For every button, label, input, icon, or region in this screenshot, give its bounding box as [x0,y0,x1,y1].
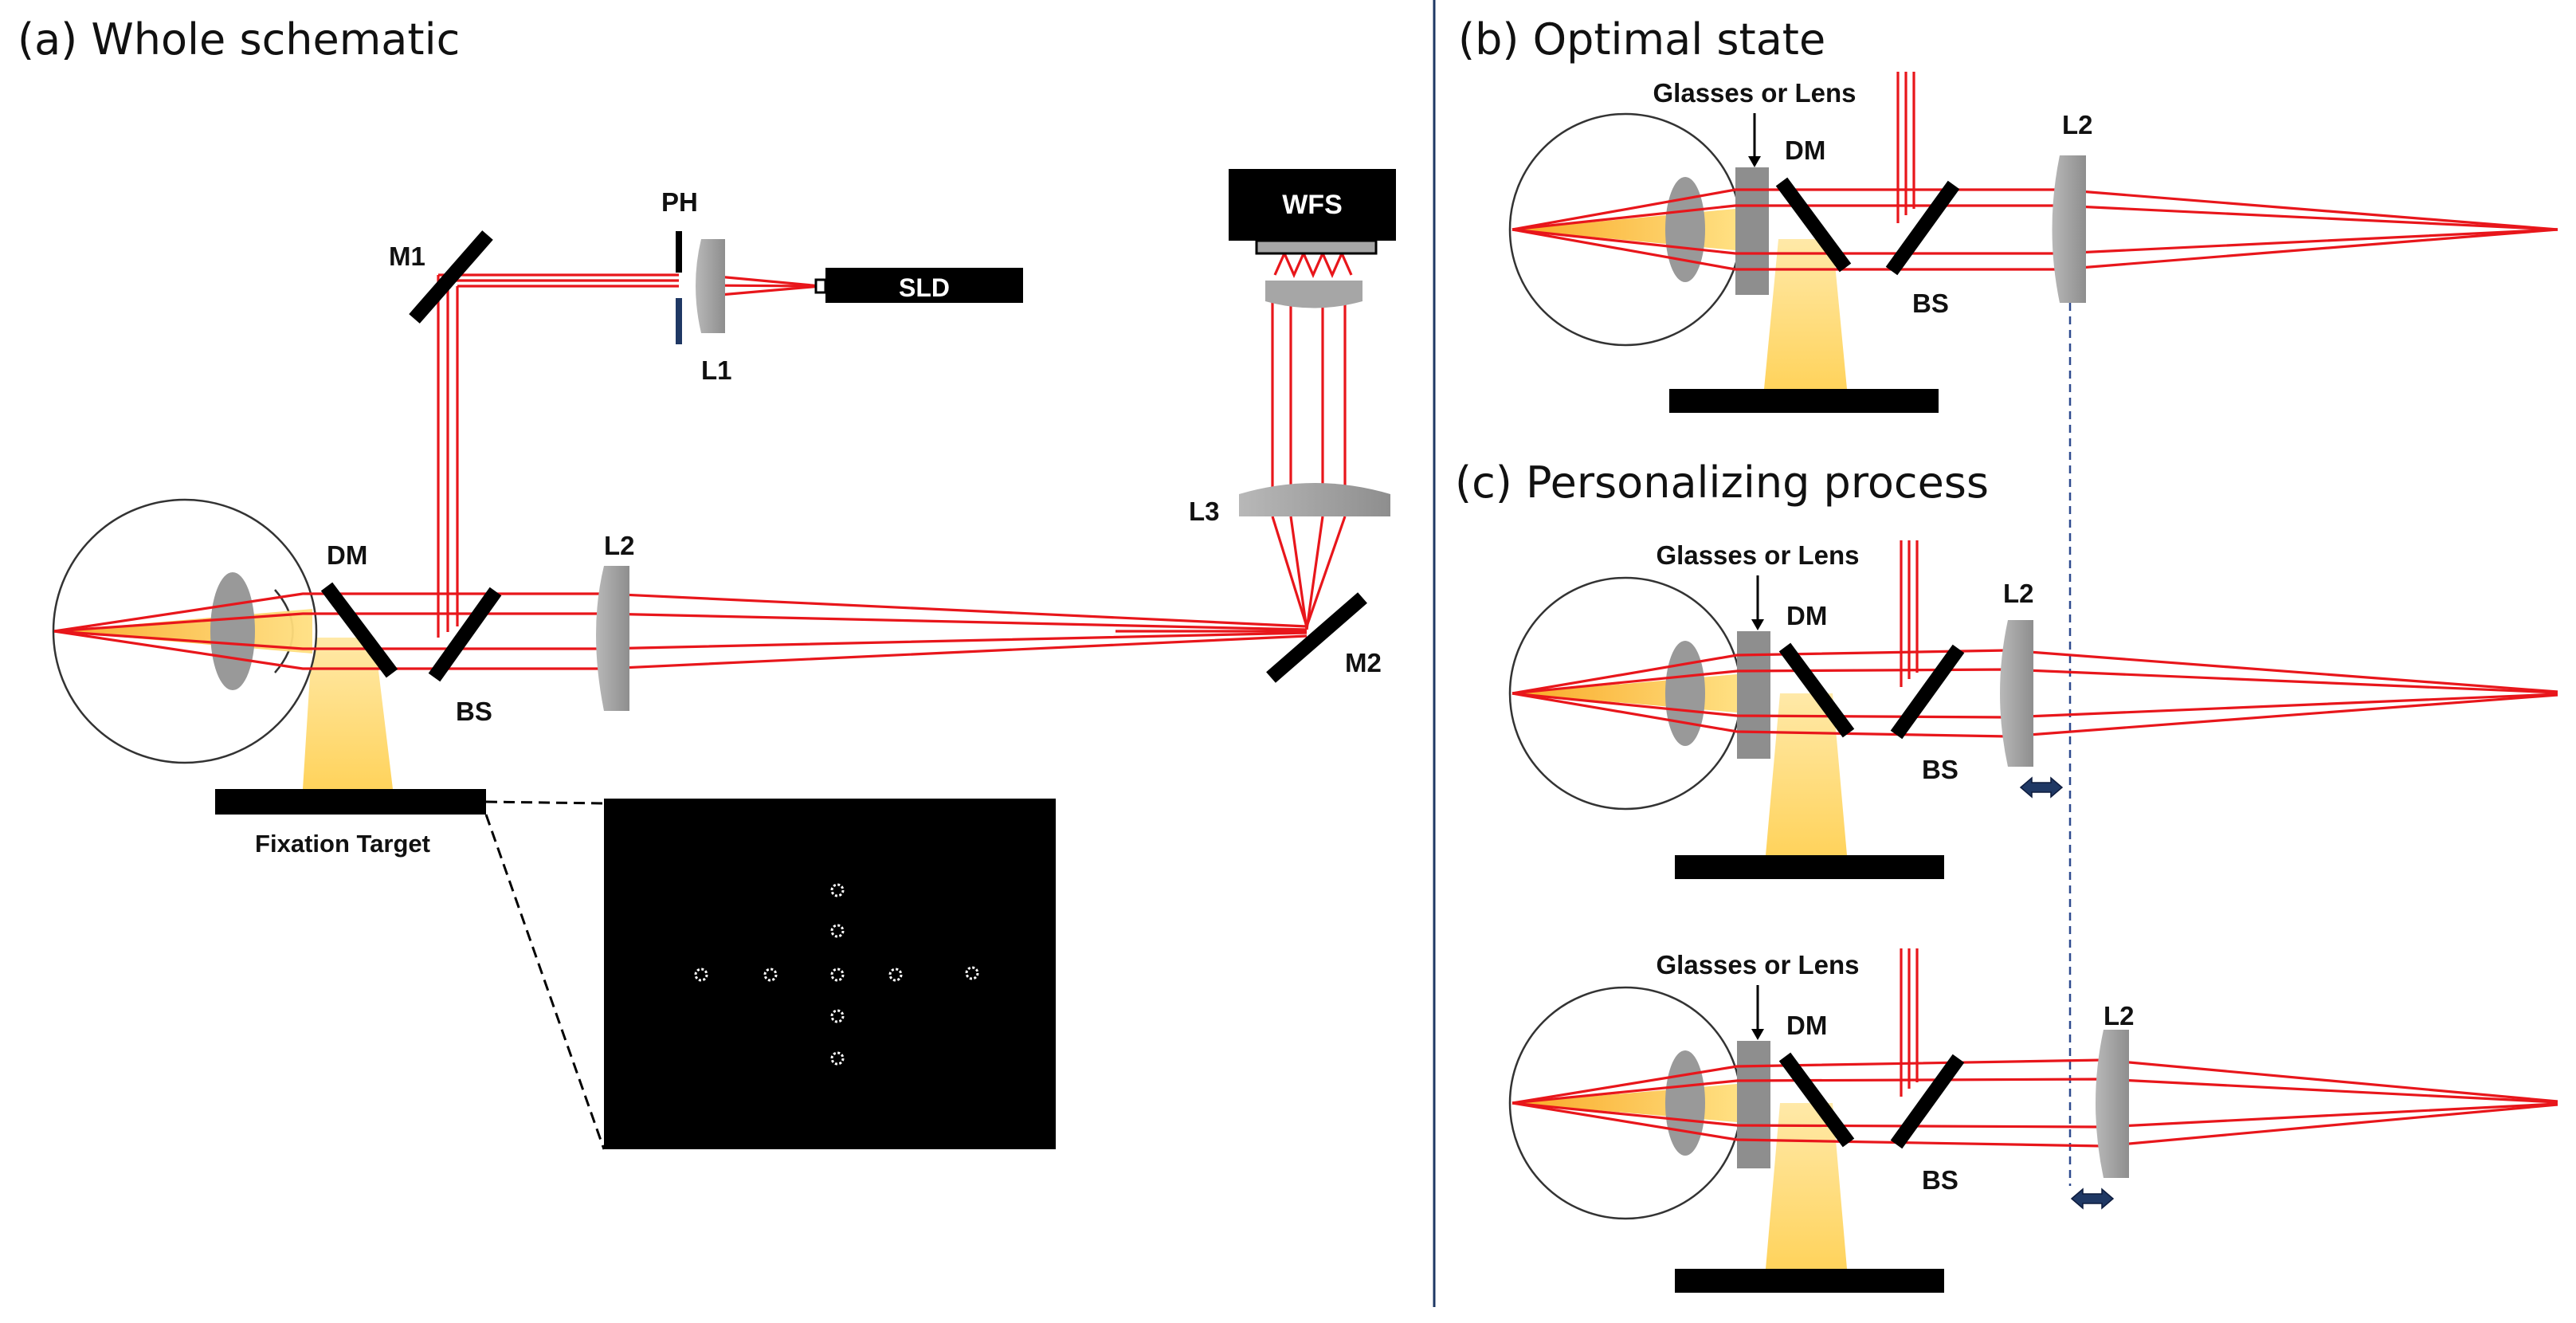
c2-bs [1890,1054,1965,1149]
c1-label-glasses: Glasses or Lens [1657,540,1860,570]
beam-splitter-bs [428,587,502,682]
label-ph: PH [661,187,698,217]
fixation-target-bar [215,789,486,815]
zoom-line-bottom [484,814,606,1150]
fixation-light-cone [303,638,393,789]
label-dm: DM [327,540,367,570]
c2-glasses-or-lens [1737,1041,1770,1168]
label-wfs: WFS [1282,190,1343,220]
panel-b-optimal-state: (b) Optimal state Glasses or Lens DM BS … [1458,14,2558,413]
c2-l2 [2096,1030,2129,1178]
b-fixation-target [1669,389,1939,413]
b-l2 [2052,155,2086,303]
b-label-glasses: Glasses or Lens [1653,78,1857,108]
b-glasses-or-lens [1735,167,1769,295]
b-label-l2: L2 [2062,110,2093,139]
label-m2: M2 [1345,648,1382,677]
panel-a-title: (a) Whole schematic [18,14,460,65]
b-bs [1885,180,1960,276]
c2-label-glasses: Glasses or Lens [1657,950,1860,979]
c1-dm [1778,642,1855,738]
zoom-line-top [485,800,605,805]
label-l1: L1 [701,355,732,385]
mirror-m2 [1266,592,1367,683]
label-m1: M1 [389,241,425,271]
c1-fixation-target [1675,855,1944,879]
lens-l3 [1239,483,1390,516]
label-l3: L3 [1189,497,1220,526]
c1-bs [1890,644,1965,740]
sld-source: SLD [814,268,1023,303]
c1-glasses-arrowhead [1751,619,1764,630]
label-bs: BS [456,697,492,726]
c2-label-bs: BS [1922,1165,1958,1195]
b-eye [1508,112,1743,347]
eye [52,498,318,764]
c2-label-dm: DM [1786,1011,1827,1040]
b-fixation-light-cone [1764,239,1847,389]
c1-label-l2: L2 [2003,579,2034,608]
c2-glasses-arrowhead [1751,1029,1764,1040]
c1-l2 [2000,620,2033,767]
panel-a-whole-schematic: (a) Whole schematic [18,14,1396,1150]
panel-b-title: (b) Optimal state [1458,14,1825,65]
main-beams [53,250,1353,670]
c1-setup: Glasses or Lens DM BS L2 [1508,540,2558,879]
label-sld: SLD [899,273,950,302]
wavefront-sensor-wfs: WFS [1229,169,1396,255]
c1-label-dm: DM [1786,601,1827,630]
eye-lens [210,572,255,690]
c2-dm [1778,1052,1855,1148]
c1-glasses-or-lens [1737,631,1770,759]
dichroic-mirror-dm [320,582,398,678]
lens-l2 [596,566,629,711]
mirror-m1 [409,230,493,324]
c1-label-bs: BS [1922,755,1958,784]
c2-shift-arrow [2071,1188,2114,1209]
panel-c-title: (c) Personalizing process [1455,457,1989,508]
c2-label-l2: L2 [2104,1001,2135,1031]
lens-l1 [696,239,725,333]
label-l2: L2 [604,531,635,560]
label-fixation-target: Fixation Target [255,830,430,858]
panel-c-personalizing-process: (c) Personalizing process Glasses or Len… [1455,457,2558,1293]
b-dm [1775,177,1852,273]
b-label-dm: DM [1785,135,1825,165]
b-label-bs: BS [1912,289,1949,318]
b-glasses-arrowhead [1748,156,1761,167]
fixation-pattern-inset [604,799,1056,1149]
c1-shift-arrow [2020,777,2063,798]
wfs-relay-lens [1265,281,1362,308]
c2-setup: Glasses or Lens DM BS L2 [1508,948,2558,1293]
c2-fixation-target [1675,1269,1944,1293]
